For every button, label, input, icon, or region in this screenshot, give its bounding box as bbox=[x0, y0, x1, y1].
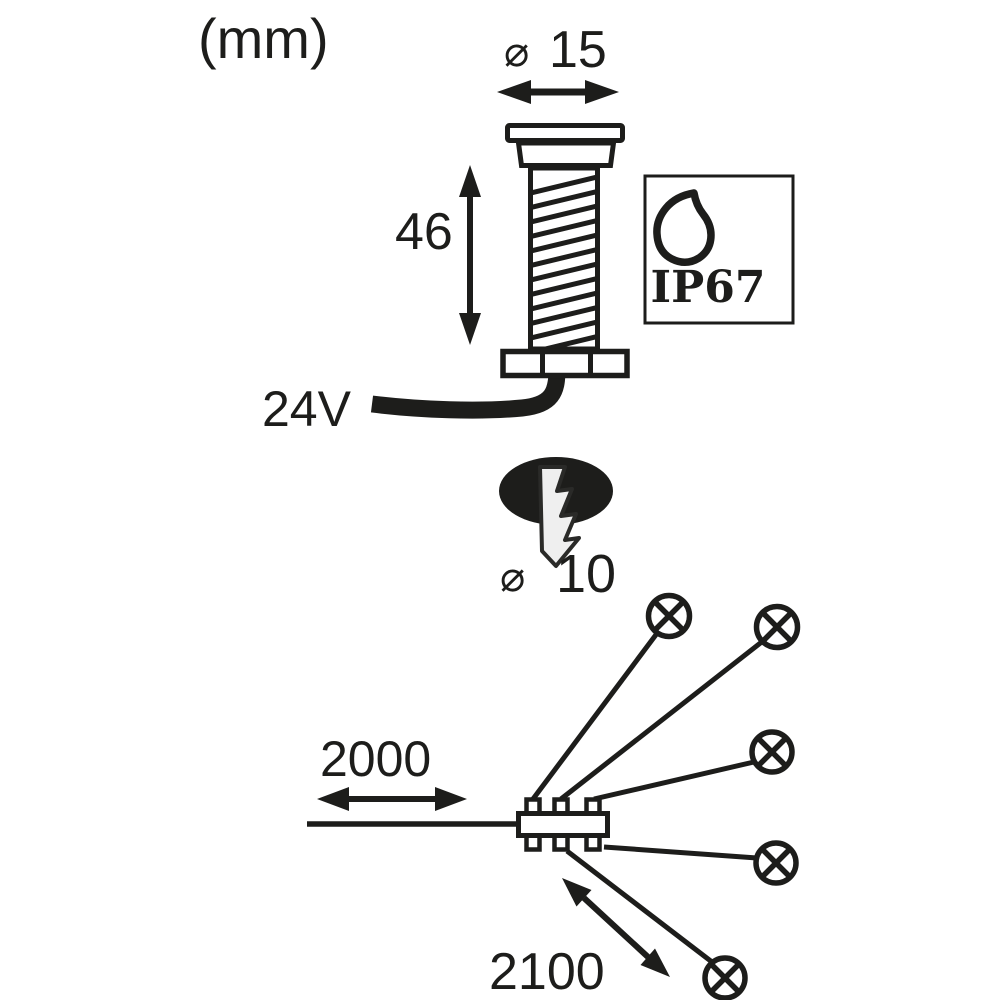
water-drop-icon bbox=[653, 189, 715, 266]
ip-rating-text: IP67 bbox=[651, 262, 766, 313]
thread-line bbox=[531, 189, 597, 210]
branch-cable-line bbox=[603, 844, 758, 861]
unit-label: (mm) bbox=[198, 7, 329, 70]
thread-line bbox=[531, 174, 597, 196]
top-diameter-dimension: ⌀ 15 bbox=[497, 21, 619, 104]
ip-rating-badge: IP67 bbox=[643, 174, 795, 325]
arrowhead-right-icon bbox=[585, 80, 619, 104]
lamp-cross-circle-icon bbox=[749, 729, 795, 775]
lead-cable-length-value: 2000 bbox=[320, 731, 431, 787]
thread-line bbox=[531, 203, 597, 225]
arrowhead-up-icon bbox=[459, 165, 481, 197]
branch-cable-line bbox=[565, 849, 714, 964]
lamp-cross-circle-icon bbox=[645, 592, 693, 640]
lamp-cross-circle-icon bbox=[753, 840, 799, 886]
diameter-symbol: ⌀ bbox=[504, 28, 529, 75]
luminaire-neck bbox=[515, 140, 617, 168]
branch-cable-line bbox=[530, 630, 661, 801]
lamp-cross-circle-icon bbox=[753, 603, 801, 651]
arrowhead-upleft-icon bbox=[562, 878, 592, 907]
branch-cable-length-value: 2100 bbox=[489, 943, 605, 1000]
thread-line bbox=[531, 232, 597, 254]
thread-line bbox=[534, 334, 597, 349]
arrowhead-downright-icon bbox=[640, 948, 670, 977]
lamp-cross-circle-icon bbox=[702, 955, 748, 1000]
thread-line bbox=[531, 319, 597, 341]
arrowhead-left-icon bbox=[497, 80, 531, 104]
height-dimension: 46 bbox=[395, 165, 481, 345]
thread-line bbox=[531, 218, 597, 239]
branch-cables bbox=[530, 630, 765, 964]
drill-hole-lightning-icon bbox=[538, 465, 581, 568]
distributor-box bbox=[516, 797, 610, 852]
thread-hatching bbox=[531, 174, 597, 349]
thread-line bbox=[531, 247, 597, 268]
diameter-symbol: ⌀ bbox=[500, 553, 525, 600]
body-height-value: 46 bbox=[395, 203, 453, 261]
thread-line bbox=[531, 305, 597, 326]
thread-line bbox=[531, 276, 597, 297]
wiring-diagram: 2000 bbox=[307, 592, 801, 1000]
top-diameter-value: 15 bbox=[549, 21, 607, 79]
supply-cable bbox=[370, 369, 566, 419]
thread-line bbox=[531, 261, 597, 283]
branch-cable-line bbox=[593, 759, 755, 802]
luminaire-drawing bbox=[370, 123, 630, 419]
luminaire-base-flange bbox=[500, 348, 630, 379]
distributor-body bbox=[516, 811, 610, 838]
thread-line bbox=[531, 290, 597, 312]
diagonal-dimension-arrow-shaft bbox=[581, 895, 651, 960]
arrowhead-left-icon bbox=[317, 787, 349, 811]
voltage-label: 24V bbox=[262, 381, 352, 437]
drill-diameter-value: 10 bbox=[556, 544, 616, 604]
drill-hole-symbol: ⌀ 10 bbox=[499, 457, 616, 604]
lamp-symbols bbox=[645, 592, 801, 1000]
luminaire-top-cap bbox=[505, 123, 625, 143]
branch-cable-line bbox=[559, 639, 765, 801]
arrowhead-right-icon bbox=[435, 787, 467, 811]
branch-length-dimension: 2100 bbox=[489, 878, 670, 1000]
arrowhead-down-icon bbox=[459, 313, 481, 345]
